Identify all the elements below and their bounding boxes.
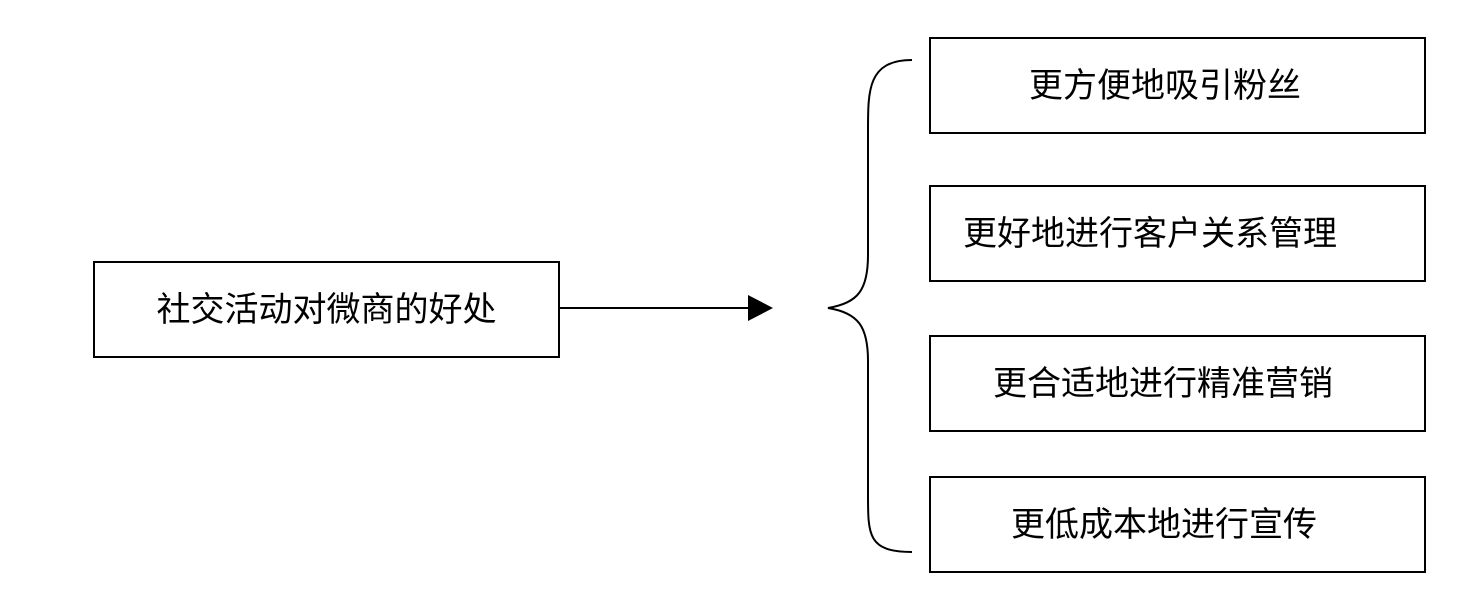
benefit-label: 更低成本地进行宣传 bbox=[1011, 504, 1317, 545]
source-label: 社交活动对微商的好处 bbox=[156, 289, 497, 330]
curly-brace bbox=[827, 59, 913, 553]
benefit-box-precision-marketing: 更合适地进行精准营销 bbox=[929, 335, 1426, 432]
benefit-box-attract-fans: 更方便地吸引粉丝 bbox=[929, 37, 1426, 134]
source-box: 社交活动对微商的好处 bbox=[93, 261, 560, 358]
benefit-box-customer-relations: 更好地进行客户关系管理 bbox=[929, 185, 1426, 282]
benefit-box-low-cost-promotion: 更低成本地进行宣传 bbox=[929, 476, 1426, 573]
benefit-label: 更方便地吸引粉丝 bbox=[1029, 65, 1301, 106]
benefit-label: 更好地进行客户关系管理 bbox=[963, 213, 1337, 254]
arrow-head-icon bbox=[748, 295, 773, 321]
benefit-label: 更合适地进行精准营销 bbox=[993, 363, 1333, 404]
